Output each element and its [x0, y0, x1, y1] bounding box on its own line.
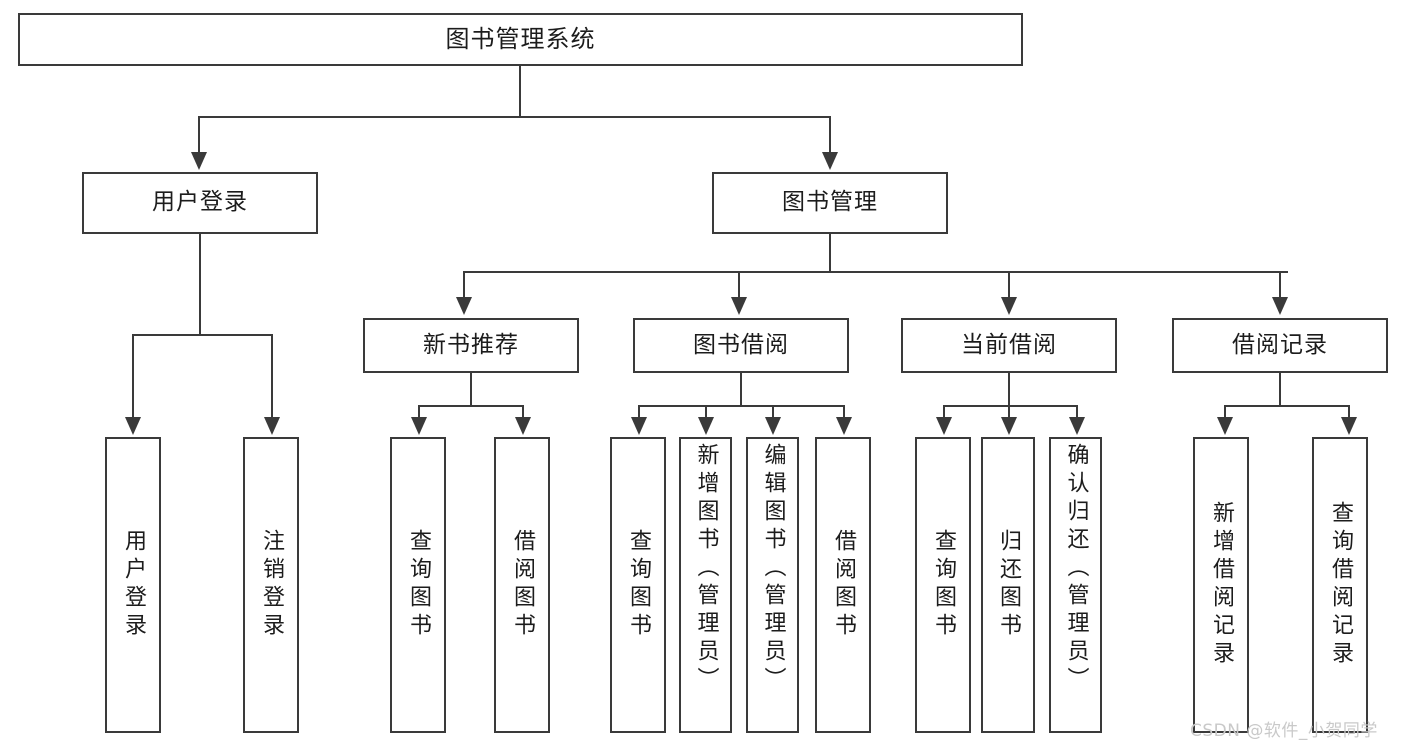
leaf-add-borrow-record[interactable]: 新增借阅记录 [1193, 437, 1249, 733]
edge-root-bus [199, 116, 831, 118]
edge-current-borrow-stem [1008, 373, 1010, 406]
edge-to-leaf-query-record [1348, 405, 1350, 419]
edge-to-current-borrow [1008, 271, 1010, 299]
arrow-down-icon [765, 417, 781, 435]
arrow-down-icon [698, 417, 714, 435]
csdn-watermark: CSDN @软件_小贺同学 [1190, 721, 1378, 741]
arrow-down-icon [936, 417, 952, 435]
arrow-down-icon [264, 417, 280, 435]
node-book-borrow[interactable]: 图书借阅 [633, 318, 849, 373]
arrow-down-icon [125, 417, 141, 435]
edge-to-leaf-borrow-book-2 [843, 405, 845, 419]
node-new-book-recommend[interactable]: 新书推荐 [363, 318, 579, 373]
arrow-down-icon [1001, 417, 1017, 435]
node-book-manage[interactable]: 图书管理 [712, 172, 948, 234]
leaf-query-borrow-record[interactable]: 查询借阅记录 [1312, 437, 1368, 733]
edge-to-borrow-record [1279, 271, 1281, 299]
edge-to-leaf-query-book-3 [943, 405, 945, 419]
edge-root-to-user-login [198, 116, 200, 154]
edge-current-borrow-bus [944, 405, 1078, 407]
edge-book-manage-bus [464, 271, 1288, 273]
leaf-query-book-current[interactable]: 查询图书 [915, 437, 971, 733]
node-user-login[interactable]: 用户登录 [82, 172, 318, 234]
leaf-user-login[interactable]: 用户登录 [105, 437, 161, 733]
edge-to-leaf-query-book-1 [418, 405, 420, 419]
edge-book-borrow-bus [639, 405, 845, 407]
leaf-logout-login[interactable]: 注销登录 [243, 437, 299, 733]
edge-to-leaf-query-book-2 [638, 405, 640, 419]
leaf-borrow-book-borrow[interactable]: 借阅图书 [815, 437, 871, 733]
edge-to-leaf-confirm-return [1076, 405, 1078, 419]
leaf-query-book-borrow[interactable]: 查询图书 [610, 437, 666, 733]
edge-to-book-borrow [738, 271, 740, 299]
node-root-system[interactable]: 图书管理系统 [18, 13, 1023, 66]
arrow-down-icon [731, 297, 747, 315]
leaf-query-book-recommend[interactable]: 查询图书 [390, 437, 446, 733]
edge-to-leaf-edit-book [772, 405, 774, 419]
edge-user-login-bus [133, 334, 273, 336]
edge-user-login-stem [199, 234, 201, 335]
arrow-down-icon [1272, 297, 1288, 315]
edge-book-manage-stem [829, 234, 831, 272]
edge-to-leaf-add-book [705, 405, 707, 419]
node-borrow-record[interactable]: 借阅记录 [1172, 318, 1388, 373]
edge-borrow-record-bus [1225, 405, 1350, 407]
edge-to-leaf-borrow-book-1 [522, 405, 524, 419]
leaf-return-book[interactable]: 归还图书 [981, 437, 1035, 733]
edge-root-to-book-manage [829, 116, 831, 154]
edge-new-book-recommend-stem [470, 373, 472, 406]
arrow-down-icon [411, 417, 427, 435]
node-current-borrow[interactable]: 当前借阅 [901, 318, 1117, 373]
leaf-add-book-admin[interactable]: 新增图书（管理员） [679, 437, 732, 733]
arrow-down-icon [1341, 417, 1357, 435]
leaf-borrow-book-recommend[interactable]: 借阅图书 [494, 437, 550, 733]
arrow-down-icon [456, 297, 472, 315]
edge-to-new-book-recommend [463, 271, 465, 299]
arrow-down-icon [515, 417, 531, 435]
edge-borrow-record-stem [1279, 373, 1281, 406]
leaf-confirm-return-admin[interactable]: 确认归还（管理员） [1049, 437, 1102, 733]
arrow-down-icon [631, 417, 647, 435]
edge-to-leaf-add-record [1224, 405, 1226, 419]
edge-to-leaf-user-login [132, 334, 134, 419]
edge-to-leaf-return-book [1008, 405, 1010, 419]
edge-root-stem [519, 66, 521, 117]
arrow-down-icon [836, 417, 852, 435]
edge-new-book-recommend-bus [419, 405, 524, 407]
edge-to-leaf-logout [271, 334, 273, 419]
leaf-edit-book-admin[interactable]: 编辑图书（管理员） [746, 437, 799, 733]
arrow-down-icon [1217, 417, 1233, 435]
edge-book-borrow-stem [740, 373, 742, 406]
arrow-down-icon [1069, 417, 1085, 435]
arrow-down-icon [1001, 297, 1017, 315]
arrow-down-icon [191, 152, 207, 170]
arrow-down-icon [822, 152, 838, 170]
